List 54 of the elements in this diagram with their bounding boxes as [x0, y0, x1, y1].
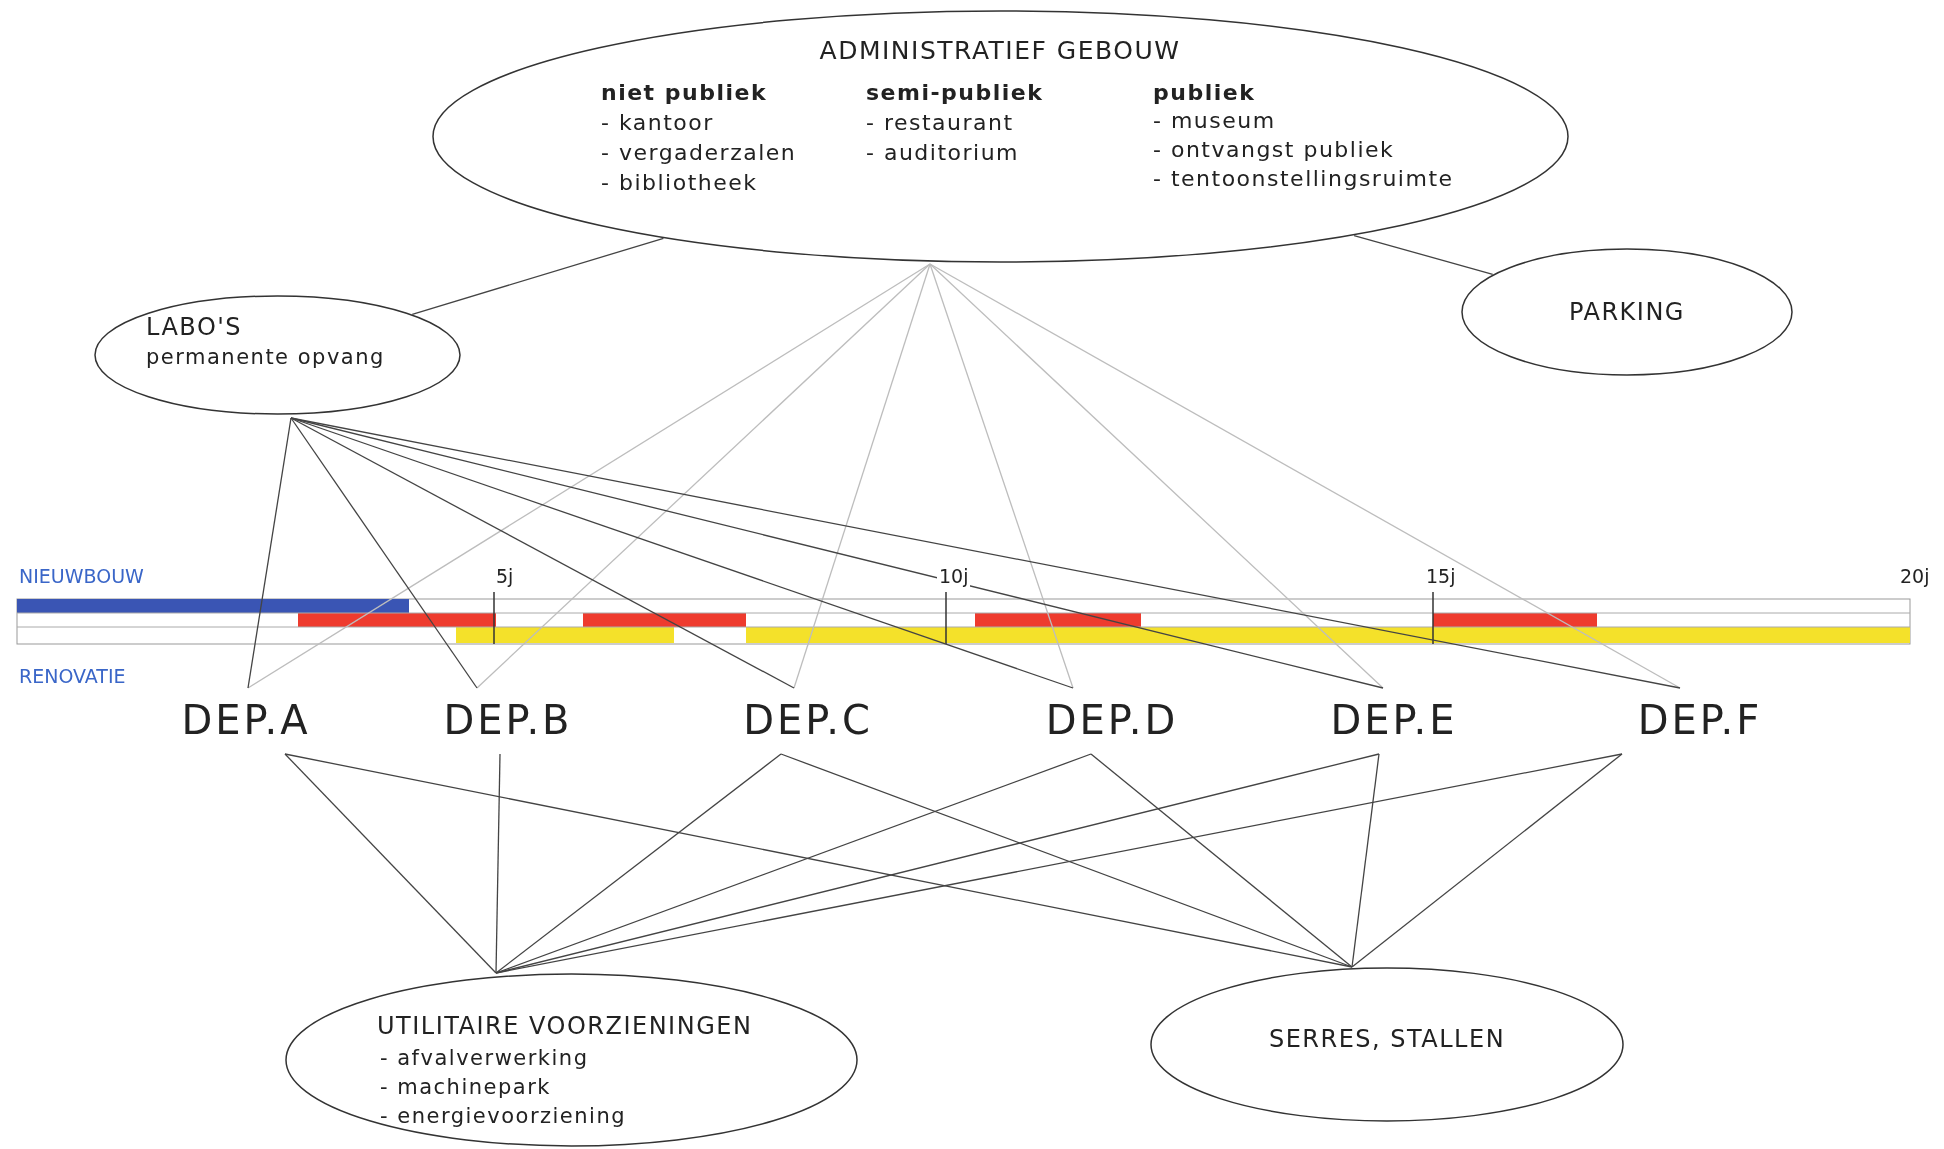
connector-line [929, 263, 1681, 689]
ellipse-node [1150, 967, 1624, 1122]
department-label: DEP.A [181, 690, 311, 750]
list-item: - restaurant [866, 110, 1014, 135]
list-item: permanente opvang [146, 345, 385, 369]
department-label: DEP.E [1330, 690, 1458, 750]
connector-line [780, 753, 1353, 968]
connector-line [929, 263, 1074, 689]
connector-line [793, 263, 931, 689]
list-item: - kantoor [601, 110, 714, 135]
ellipse-node [94, 295, 461, 415]
connector-line [290, 417, 1681, 689]
connector-line [1353, 234, 1494, 276]
node-title: LABO'S [146, 313, 243, 341]
node-title: SERRES, STALLEN [1268, 1025, 1506, 1053]
connector-line [495, 753, 501, 974]
connector-line [1351, 753, 1380, 968]
list-item: - museum [1153, 108, 1276, 133]
connector-line [290, 417, 1074, 689]
list-item: - vergaderzalen [601, 140, 797, 165]
connector-line [476, 263, 931, 689]
category-heading: niet publiek [601, 80, 768, 105]
list-item: - machinepark [380, 1075, 551, 1099]
connector-line [1351, 753, 1623, 968]
list-item: - bibliotheek [601, 170, 758, 195]
list-item: - energievoorziening [380, 1104, 627, 1128]
connector-line [290, 417, 478, 689]
department-label: DEP.F [1637, 690, 1763, 750]
node-title: PARKING [1569, 298, 1685, 326]
department-label: DEP.D [1045, 690, 1179, 750]
ellipse-node [1461, 248, 1793, 376]
connector-line [495, 753, 1092, 974]
category-heading: semi-publiek [866, 80, 1044, 105]
connector-line [1090, 753, 1353, 968]
connector-line [495, 753, 1623, 974]
node-title: ADMINISTRATIEF GEBOUW [819, 36, 1181, 65]
list-item: - ontvangst publiek [1153, 137, 1395, 162]
department-label: DEP.B [443, 690, 573, 750]
category-heading: publiek [1153, 80, 1256, 105]
list-item: - tentoonstellingsruimte [1153, 166, 1454, 191]
ellipse-node [285, 973, 858, 1147]
list-item: - afvalverwerking [380, 1046, 589, 1070]
connector-line [495, 753, 782, 974]
connector-line [290, 417, 795, 689]
connector-line [411, 237, 665, 315]
node-title: UTILITAIRE VOORZIENINGEN [377, 1012, 753, 1040]
connector-line [247, 417, 292, 689]
list-item: - auditorium [866, 140, 1020, 165]
ellipse-node [432, 10, 1569, 263]
connector-line [284, 753, 1353, 968]
tick-label: 10j [937, 565, 971, 587]
department-label: DEP.C [743, 690, 873, 750]
connector-line [284, 753, 497, 974]
connector-line [929, 263, 1384, 689]
